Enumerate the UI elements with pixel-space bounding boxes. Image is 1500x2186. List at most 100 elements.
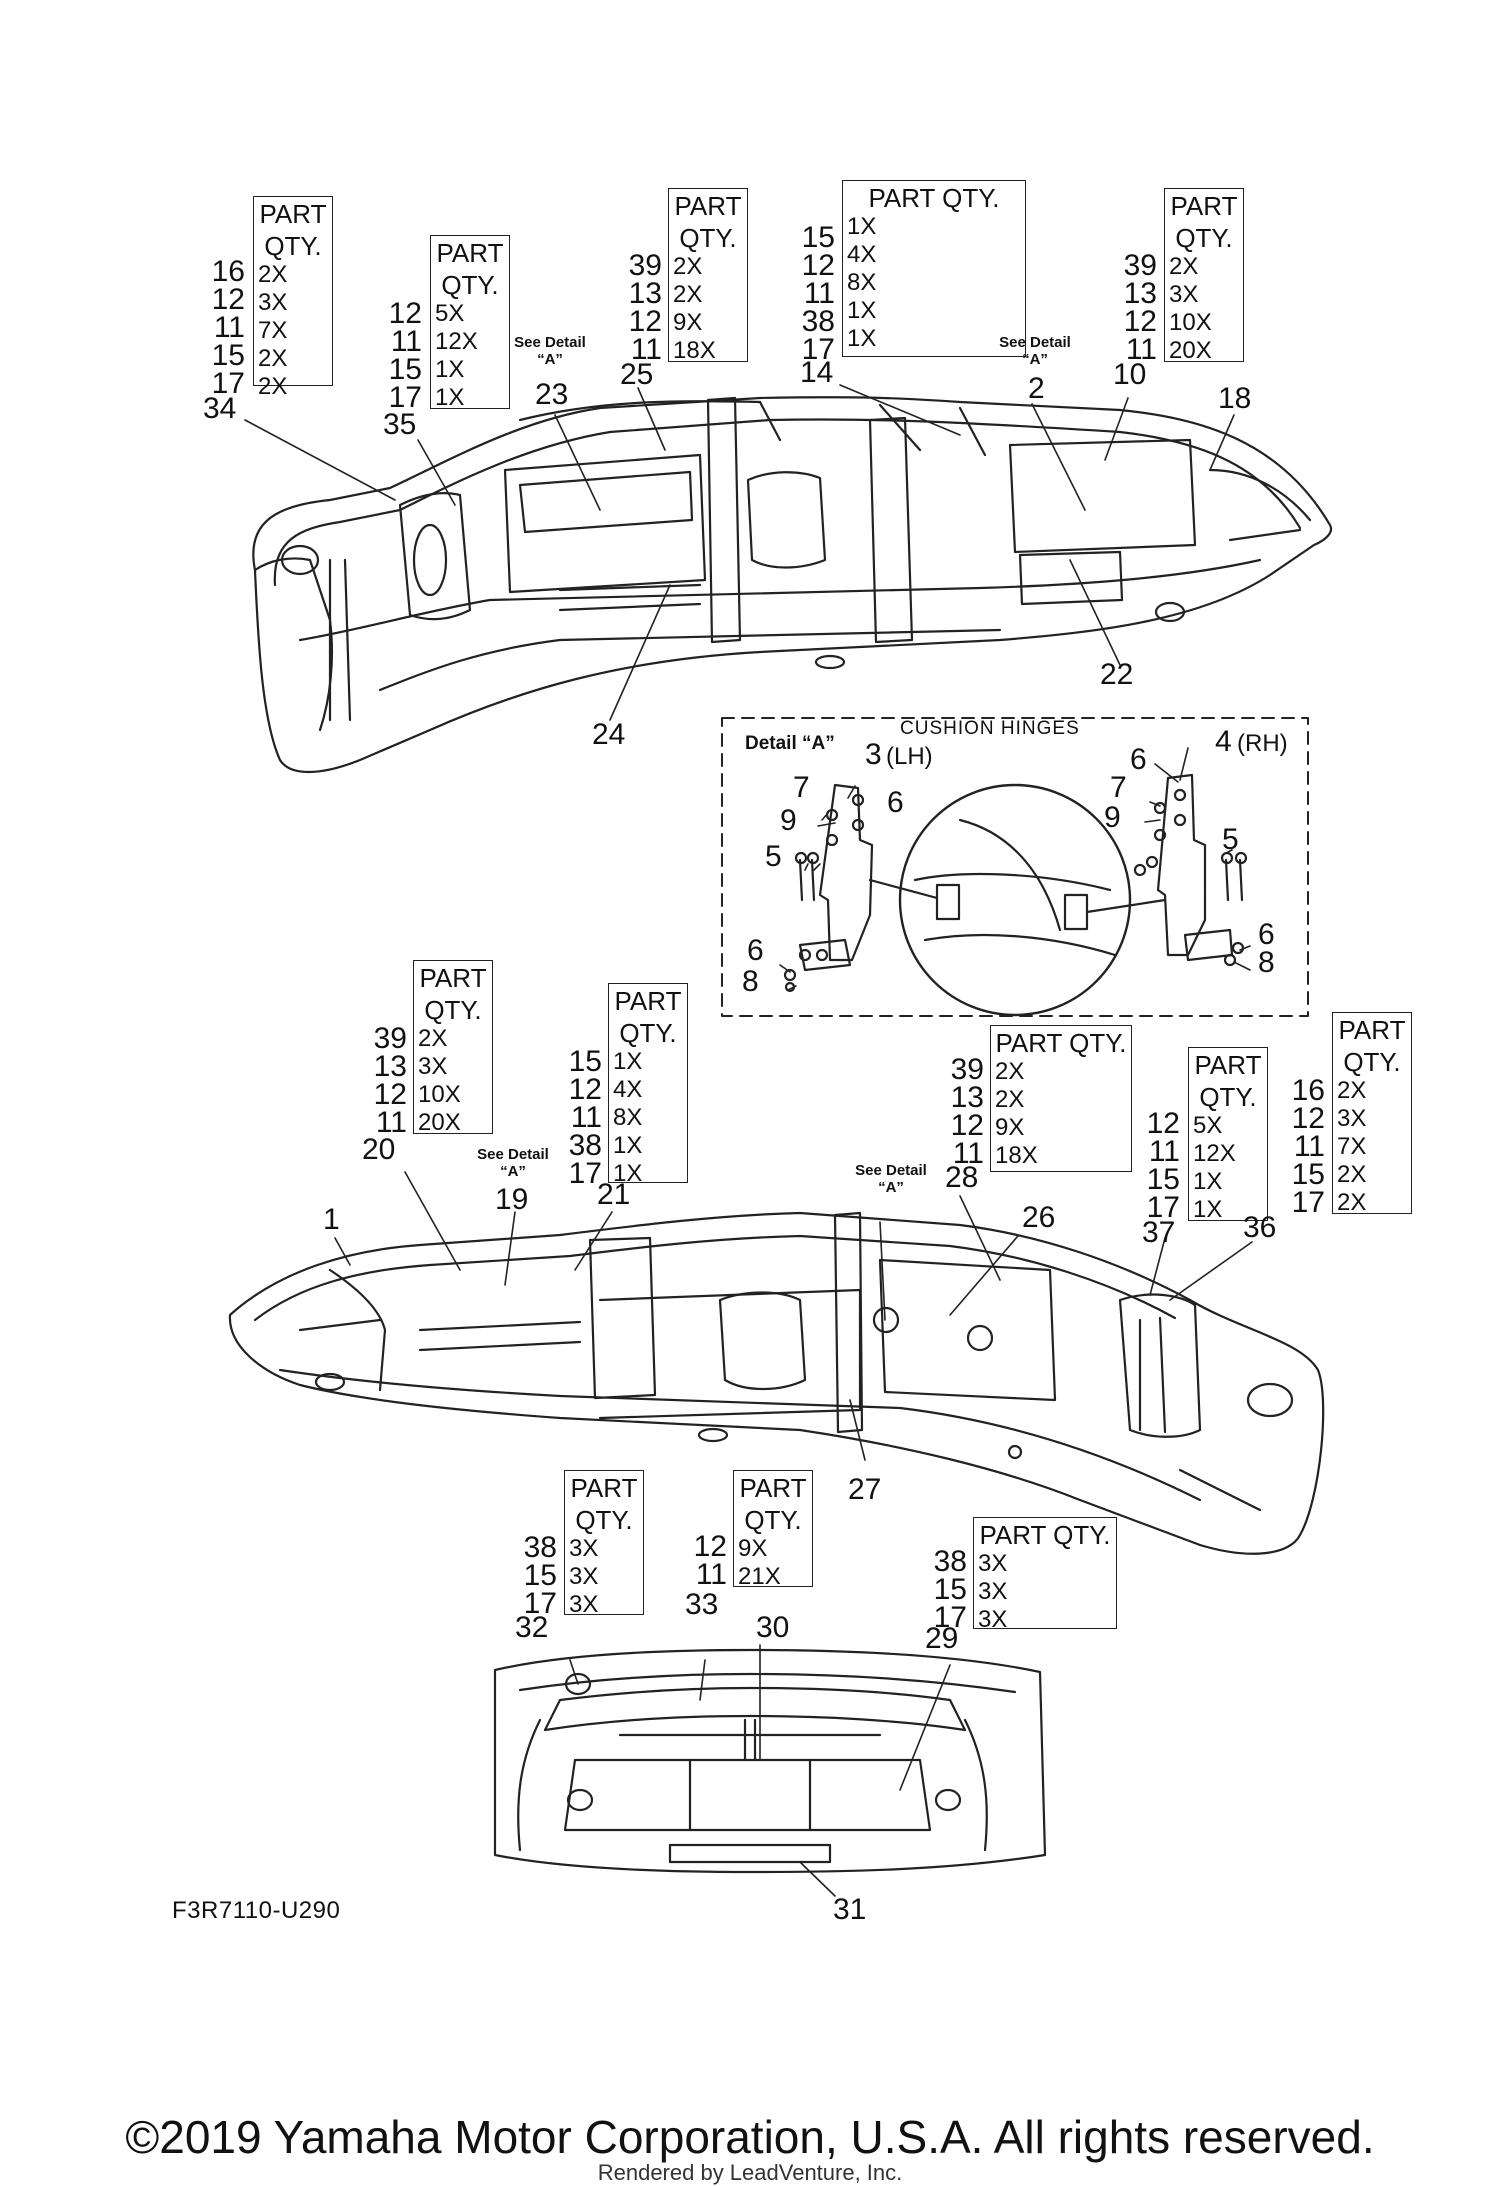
see-detail-text: See Detail: [999, 334, 1071, 351]
part-ref: 17: [388, 381, 422, 414]
part-qty-box: PART QTY. 5X 12X 1X 1X: [1188, 1047, 1268, 1223]
callout-5: 5: [1222, 823, 1239, 856]
box-header: PART: [259, 199, 327, 229]
part-ref: 11: [570, 1101, 602, 1134]
part-ref: 17: [1146, 1191, 1180, 1224]
part-qty-box: PART QTY. 5X 12X 1X 1X: [430, 235, 510, 411]
part-ref: 13: [1123, 277, 1157, 310]
part-ref: 15: [211, 339, 245, 372]
callout-34: 34: [203, 392, 237, 425]
callout-29: 29: [925, 1622, 959, 1655]
part-ref: 12: [388, 297, 422, 330]
see-detail-ref: “A”: [1022, 351, 1048, 368]
part-ref: 12: [628, 305, 662, 338]
part-ref: 39: [950, 1053, 984, 1086]
part-ref: 13: [628, 277, 662, 310]
part-ref: 15: [1291, 1158, 1325, 1191]
qty-value: 10X: [1169, 309, 1212, 336]
box-header: PART: [739, 1473, 807, 1503]
callout-23: 23: [535, 378, 569, 411]
callout-31: 31: [833, 1893, 867, 1926]
part-ref-column: 16 12 11 15 17: [195, 255, 245, 399]
callout-3: 3: [865, 738, 882, 771]
box-header: QTY.: [679, 223, 737, 253]
diagram-code: F3R7110-U290: [172, 1897, 341, 1924]
callout-18: 18: [1218, 382, 1252, 415]
part-ref: 11: [390, 325, 422, 358]
part-ref-column: 39 13 12 11: [610, 251, 662, 365]
part-ref-column: 39 13 12 11: [355, 1022, 407, 1138]
part-ref: 15: [801, 221, 835, 254]
part-ref: 13: [373, 1050, 407, 1083]
qty-value: 1X: [847, 325, 877, 352]
qty-value: 9X: [995, 1114, 1025, 1141]
qty-value: 7X: [258, 317, 288, 344]
qty-value: 2X: [258, 261, 288, 288]
callout-7: 7: [1110, 771, 1127, 804]
qty-value: 2X: [1337, 1077, 1367, 1104]
callout-25: 25: [620, 358, 654, 391]
rendered-by-note: Rendered by LeadVenture, Inc.: [597, 2160, 903, 2185]
qty-value: 4X: [847, 241, 877, 268]
callout-5: 5: [765, 840, 782, 873]
callout-7: 7: [793, 771, 810, 804]
box-header: PART: [1170, 191, 1238, 221]
part-qty-box: PART QTY. 2X 3X 10X 20X: [413, 960, 493, 1136]
leader-lines: [244, 384, 1253, 1897]
qty-value: 3X: [418, 1053, 448, 1080]
part-ref-column: 39 13 12 11: [1105, 249, 1157, 365]
part-ref: 13: [950, 1081, 984, 1114]
qty-value: 2X: [258, 345, 288, 372]
part-qty-box: PART QTY. 1X 4X 8X 1X 1X: [608, 983, 688, 1187]
box-header: PART: [1194, 1050, 1262, 1080]
see-detail-text: See Detail: [514, 334, 586, 351]
part-ref: 15: [523, 1559, 557, 1592]
qty-value: 1X: [847, 297, 877, 324]
part-qty-box: PART QTY. 2X 2X 9X 18X: [990, 1025, 1132, 1172]
qty-value: 3X: [1337, 1105, 1367, 1132]
qty-value: 1X: [435, 384, 465, 411]
see-detail-note: See Detail “A”: [990, 334, 1080, 368]
callout-35: 35: [383, 408, 417, 441]
qty-value: 2X: [673, 281, 703, 308]
part-ref: 16: [211, 255, 245, 288]
see-detail-text: See Detail: [855, 1162, 927, 1179]
qty-value: 2X: [673, 253, 703, 280]
qty-value: 3X: [1169, 281, 1199, 308]
callout-6: 6: [747, 934, 764, 967]
upper-boat-illustration: [252, 396, 1333, 774]
part-ref: 39: [373, 1022, 407, 1055]
part-ref-column: 12 11: [675, 1532, 727, 1591]
qty-value: 2X: [995, 1058, 1025, 1085]
part-ref: 38: [933, 1545, 967, 1578]
part-ref-column: 15 12 11 38 17: [783, 221, 835, 365]
qty-value: 1X: [435, 356, 465, 383]
qty-value: 12X: [1193, 1140, 1236, 1167]
part-ref: 39: [1123, 249, 1157, 282]
see-detail-note: See Detail “A”: [846, 1162, 936, 1196]
box-header: PART: [1338, 1015, 1406, 1045]
qty-value: 2X: [258, 373, 288, 400]
callout-9: 9: [780, 804, 797, 837]
part-ref: 11: [695, 1558, 727, 1591]
callout-4-side: (RH): [1237, 730, 1288, 757]
qty-value: 2X: [418, 1025, 448, 1052]
part-ref: 12: [373, 1078, 407, 1111]
callout-3-side: (LH): [886, 743, 933, 770]
qty-value: 8X: [613, 1104, 643, 1131]
qty-value: 1X: [613, 1160, 643, 1187]
callout-30: 30: [756, 1611, 790, 1644]
part-ref: 12: [950, 1109, 984, 1142]
part-ref: 38: [801, 305, 835, 338]
qty-value: 2X: [1169, 253, 1199, 280]
callout-37: 37: [1142, 1216, 1176, 1249]
part-ref: 17: [1291, 1186, 1325, 1219]
box-header: QTY.: [424, 995, 482, 1025]
qty-value: 1X: [1193, 1196, 1223, 1223]
callout-26: 26: [1022, 1201, 1056, 1234]
qty-value: 12X: [435, 328, 478, 355]
qty-value: 3X: [569, 1535, 599, 1562]
callout-8: 8: [742, 965, 759, 998]
qty-value: 18X: [673, 337, 716, 364]
qty-value: 7X: [1337, 1133, 1367, 1160]
